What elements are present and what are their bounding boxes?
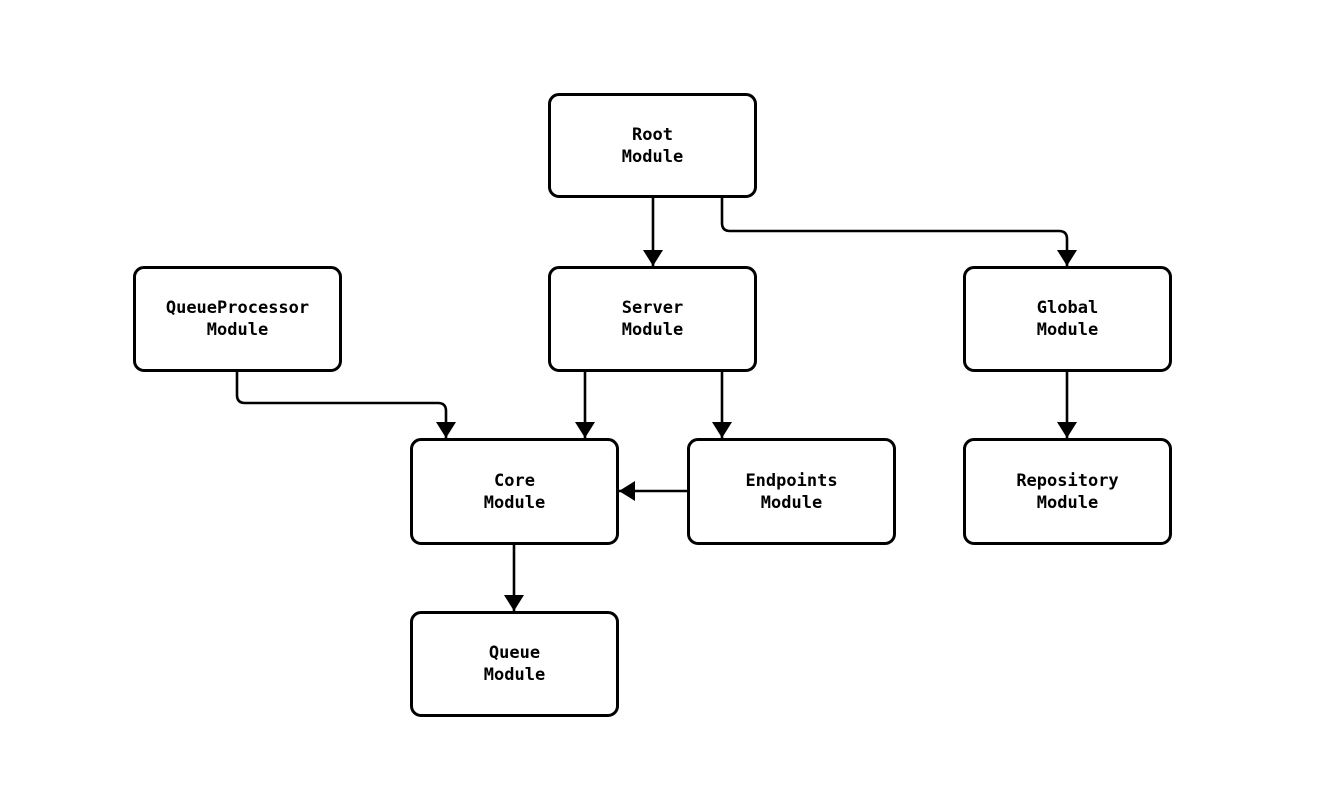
node-core-module[interactable]: Core Module: [410, 438, 619, 545]
node-root-module-label: Root Module: [621, 124, 684, 167]
node-global-module-label: Global Module: [1036, 298, 1099, 340]
edge-queueprocessor-module-to-core-module: [235, 372, 456, 438]
node-root-module[interactable]: Root Module: [548, 93, 757, 198]
node-global-module[interactable]: Global Module: [963, 266, 1172, 372]
node-queueprocessor-module-label: QueueProcessor Module: [165, 298, 310, 340]
node-endpoints-module-label: Endpoints Module: [745, 470, 838, 513]
node-server-module-label: Server Module: [621, 298, 684, 340]
node-queueprocessor-module[interactable]: QueueProcessor Module: [133, 266, 342, 372]
edge-root-module-to-global-module: [720, 198, 1077, 266]
node-core-module-label: Core Module: [483, 470, 546, 513]
node-endpoints-module[interactable]: Endpoints Module: [687, 438, 896, 545]
node-queue-module-label: Queue Module: [483, 643, 546, 685]
node-repository-module[interactable]: Repository Module: [963, 438, 1172, 545]
node-server-module[interactable]: Server Module: [548, 266, 757, 372]
node-queue-module[interactable]: Queue Module: [410, 611, 619, 717]
node-repository-module-label: Repository Module: [1016, 470, 1119, 513]
